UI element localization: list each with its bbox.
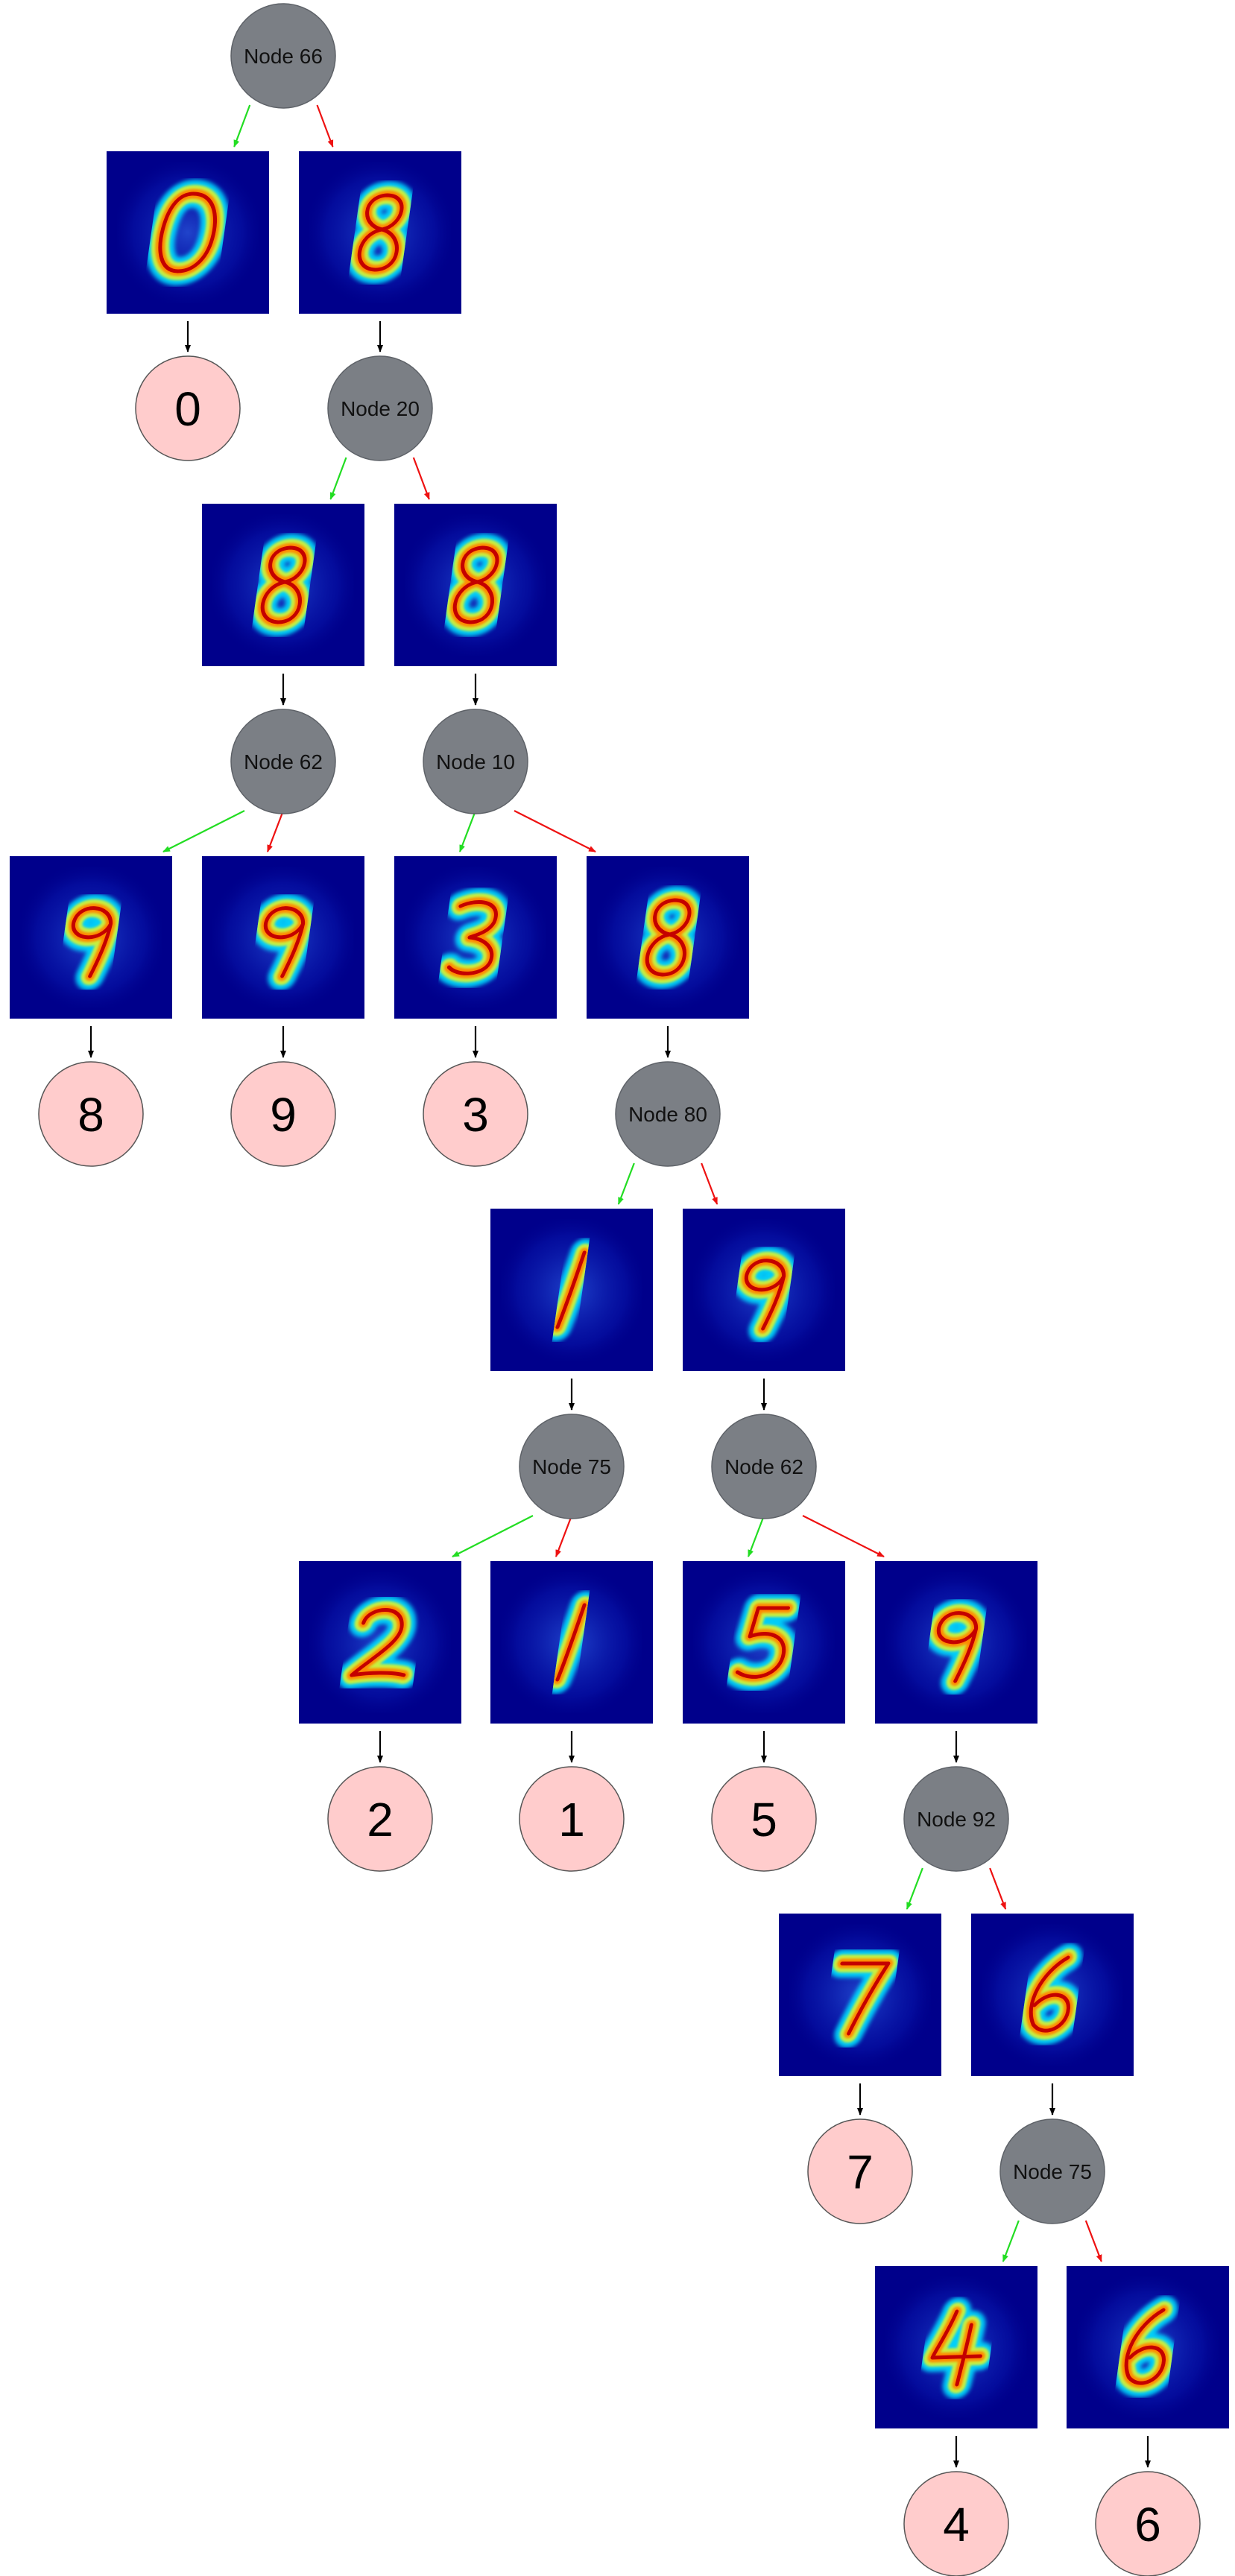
prototype-image-p9a xyxy=(10,856,172,1019)
leaf-node-1: 1 xyxy=(519,1766,625,1872)
yes-edge xyxy=(1002,2220,1020,2262)
yes-edge xyxy=(452,1515,534,1557)
decision-node-label: Node 62 xyxy=(244,750,323,773)
prototype-image-p1b xyxy=(490,1561,653,1724)
decision-node-label: Node 92 xyxy=(917,1808,996,1831)
leaf-node-label: 8 xyxy=(78,1088,104,1142)
decision-node-n20: Node 20 xyxy=(327,355,433,461)
yes-edge xyxy=(747,1515,765,1557)
no-edge xyxy=(802,1515,885,1557)
leaf-node-7: 7 xyxy=(807,2118,913,2224)
leaf-node-label: 4 xyxy=(943,2498,970,2551)
leaf-node-label: 3 xyxy=(462,1088,489,1142)
leaf-node-label: 0 xyxy=(174,382,201,436)
prototype-image-p9c xyxy=(683,1209,845,1371)
leaf-node-label: 2 xyxy=(367,1793,394,1846)
prototype-image-p0 xyxy=(107,151,269,314)
yes-edge xyxy=(329,457,347,500)
leaf-node-0: 0 xyxy=(135,355,241,461)
leaf-node-label: 9 xyxy=(270,1088,297,1142)
decision-node-label: Node 62 xyxy=(724,1455,803,1478)
decision-node-label: Node 10 xyxy=(436,750,515,773)
decision-node-n10: Node 10 xyxy=(423,709,528,814)
decision-node-n66: Node 66 xyxy=(230,3,336,109)
leaf-node-label: 5 xyxy=(751,1793,777,1846)
leaf-node-2: 2 xyxy=(327,1766,433,1872)
yes-edge xyxy=(458,810,477,852)
decision-node-n80: Node 80 xyxy=(615,1061,721,1167)
nodes-layer: Node 66 Node 20 Node 62 Node 10 Node 80 Node … xyxy=(38,3,1201,2576)
leaf-node-4: 4 xyxy=(903,2471,1009,2576)
prototype-image-p6b xyxy=(1067,2266,1229,2428)
no-edge xyxy=(412,457,430,500)
edges-layer xyxy=(88,104,1151,2468)
yes-edge xyxy=(233,104,251,148)
yes-edge xyxy=(617,1162,635,1205)
decision-node-label: Node 75 xyxy=(1013,2160,1092,2183)
prototype-image-p8c xyxy=(394,504,557,666)
leaf-node-6: 6 xyxy=(1095,2471,1201,2576)
prototype-image-p4 xyxy=(875,2266,1037,2428)
leaf-node-9: 9 xyxy=(230,1061,336,1167)
prototype-image-p9b xyxy=(202,856,364,1019)
decision-node-n75a: Node 75 xyxy=(519,1414,625,1519)
decision-node-n75b: Node 75 xyxy=(999,2118,1105,2224)
decision-node-label: Node 66 xyxy=(244,45,323,68)
no-edge xyxy=(266,810,285,852)
decision-node-n62b: Node 62 xyxy=(711,1414,817,1519)
leaf-node-5: 5 xyxy=(711,1766,817,1872)
prototype-image-p6a xyxy=(971,1914,1134,2076)
prototype-image-p9d xyxy=(875,1561,1037,1724)
decision-node-label: Node 75 xyxy=(532,1455,611,1478)
decision-node-label: Node 20 xyxy=(341,397,420,420)
leaf-node-3: 3 xyxy=(423,1061,528,1167)
yes-edge xyxy=(906,1867,923,1910)
decision-node-n92: Node 92 xyxy=(903,1766,1009,1872)
prototype-image-p8a xyxy=(299,151,461,314)
leaf-node-label: 6 xyxy=(1134,2498,1161,2551)
no-edge xyxy=(316,104,334,148)
no-edge xyxy=(989,1867,1007,1910)
prototype-image-p8d xyxy=(587,856,749,1019)
prototype-image-p3 xyxy=(394,856,557,1019)
prototype-image-p1a xyxy=(490,1209,653,1371)
prototype-image-p7 xyxy=(779,1914,941,2076)
leaf-node-label: 7 xyxy=(847,2145,874,2199)
prototype-images-layer xyxy=(10,151,1229,2428)
no-edge xyxy=(514,810,596,852)
leaf-node-8: 8 xyxy=(38,1061,144,1167)
no-edge xyxy=(701,1162,718,1205)
prototype-image-p2 xyxy=(299,1561,461,1724)
no-edge xyxy=(1084,2220,1102,2262)
prototype-image-p8b xyxy=(202,504,364,666)
prototype-image-p5 xyxy=(683,1561,845,1724)
decision-node-n62a: Node 62 xyxy=(230,709,336,814)
no-edge xyxy=(555,1515,573,1557)
yes-edge xyxy=(162,810,245,852)
decision-node-label: Node 80 xyxy=(628,1103,707,1126)
leaf-node-label: 1 xyxy=(558,1793,585,1846)
